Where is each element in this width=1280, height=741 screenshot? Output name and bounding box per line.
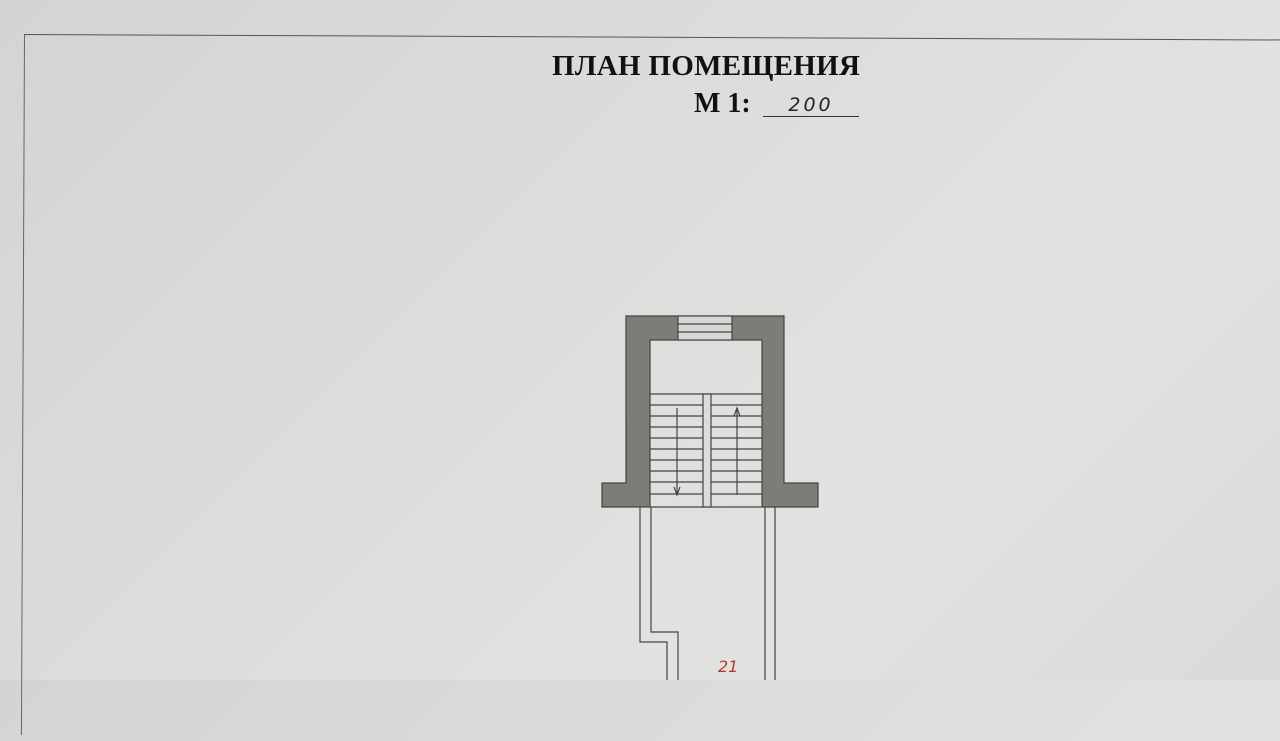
- room-number: 21: [718, 657, 739, 676]
- corridor-walls: [639, 507, 776, 680]
- window: [677, 315, 733, 341]
- stairs: [650, 393, 762, 508]
- scale-value: 200: [763, 94, 859, 117]
- scale-label: М 1:: [694, 88, 751, 119]
- floor-plan-drawing: [601, 315, 819, 680]
- page-title: ПЛАН ПОМЕЩЕНИЯ: [552, 50, 861, 82]
